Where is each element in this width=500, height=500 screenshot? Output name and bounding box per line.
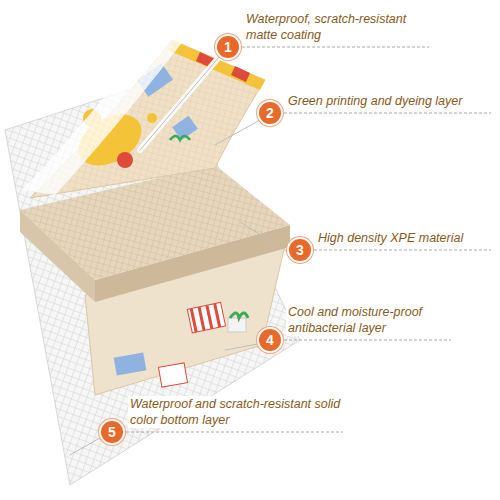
callout-circle: 1: [215, 34, 241, 60]
layer-label: Cool and moisture-proof antibacterial la…: [286, 304, 451, 337]
callout-circle: 3: [287, 237, 313, 263]
callout-number: 2: [266, 106, 274, 120]
dashed-underline: [284, 113, 491, 114]
callout-number: 4: [266, 333, 274, 347]
callout-circle: 4: [257, 327, 283, 353]
layer-label: High density XPE material: [316, 230, 491, 246]
dashed-underline: [242, 47, 429, 48]
callout-circle: 5: [99, 419, 125, 445]
callout-number: 1: [224, 40, 232, 54]
dashed-underline: [284, 340, 451, 341]
layer-label: Waterproof, scratch-resistant matte coat…: [244, 11, 429, 44]
layer-label: Waterproof and scratch-resistant solid c…: [128, 396, 343, 429]
dashed-underline: [126, 432, 343, 433]
dashed-underline: [314, 250, 491, 251]
callout-circle: 2: [257, 100, 283, 126]
callout-number: 5: [108, 425, 116, 439]
matte-film: [22, 25, 190, 195]
callout-number: 3: [296, 243, 304, 257]
layer-label: Green printing and dyeing layer: [286, 93, 491, 109]
